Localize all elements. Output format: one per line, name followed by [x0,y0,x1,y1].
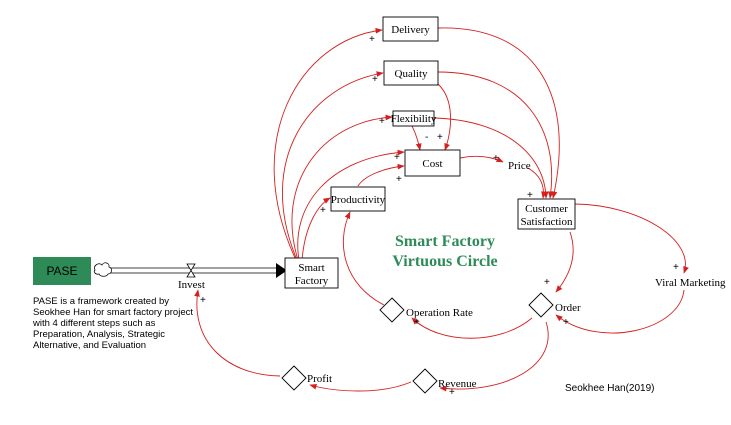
link-customer-satisfaction-viral [574,203,689,274]
sign-productivity: + [320,205,326,216]
link-flexibility-customer-satisfaction [433,117,549,199]
diagram-title-line-1: Smart Factory [395,233,495,250]
stock-productivity-label: Productivity [331,194,386,206]
link-smart-factory-delivery [273,27,383,261]
link-smart-factory-flexibility [291,114,393,261]
pase-label: PASE [46,264,77,278]
stock-delivery-label: Delivery [391,24,430,36]
link-viral-order [555,289,685,334]
stock-customer-satisfaction [517,198,576,230]
sign-cs-order: + [544,277,550,288]
flow-invest-label: Invest [178,279,205,291]
sign-sf-cost: + [394,152,400,163]
link-order-operation-rate [411,317,533,339]
stock-smart-factory [284,257,339,289]
sign-quality-cost: + [437,132,443,143]
stock-customer-satisfaction-label-2: Satisfaction [521,216,573,228]
sign-flexibility: + [379,116,385,127]
valve-icon [186,263,196,278]
converter-revenue-icon [412,368,438,394]
link-revenue-profit [309,381,412,392]
sign-viral: + [673,262,679,273]
link-operation-rate-productivity [343,211,385,306]
pase-box [33,257,91,285]
link-delivery-customer-satisfaction [437,27,560,199]
link-productivity-cost [357,163,405,187]
aux-revenue-label: Revenue [438,378,477,390]
sign-productivity-cost: + [396,174,402,185]
polarity-signs: + + + - + + + + + + + + + + + + [200,34,679,398]
link-quality-cost [437,83,452,151]
pase-description: PASE is a framework created by Seokhee H… [33,296,193,351]
sign-price-cs: + [527,190,533,201]
link-quality-customer-satisfaction [437,71,554,199]
flow-arrowhead [276,263,287,278]
sign-quality: + [372,74,378,85]
stock-cost-label: Cost [422,158,442,170]
sign-invest: + [200,295,206,306]
aux-viral-marketing-label: Viral Marketing [655,277,726,289]
stock-productivity [330,186,386,212]
link-flexibility-cost [411,125,422,151]
sign-viral-order: + [563,317,569,328]
stock-smart-factory-label-1: Smart [298,262,324,274]
sign-flexibility-cost: - [425,132,428,143]
aux-profit-label: Profit [307,373,332,385]
link-smart-factory-productivity [301,197,331,261]
stock-flexibility [392,110,435,127]
converter-operation-rate-icon [379,297,405,323]
converter-profit-icon [281,365,307,391]
aux-price-label: Price [508,160,531,172]
sign-cost-price: + [493,153,499,164]
stock-flexibility-label: Flexibility [391,113,437,125]
stock-quality-label: Quality [395,68,428,80]
sign-revenue: + [449,387,455,398]
sign-delivery: + [369,34,375,45]
link-cost-price [459,155,504,163]
link-order-revenue [439,321,549,392]
link-smart-factory-cost [297,149,405,261]
aux-order-label: Order [555,302,581,314]
stock-quality [383,60,439,86]
stock-smart-factory-label-2: Factory [295,275,329,287]
link-profit-invest [194,289,281,377]
stock-cost [404,149,461,177]
diagram-title-line-2: Virtuous Circle [392,253,497,270]
aux-operation-rate-label: Operation Rate [406,307,473,319]
link-smart-factory-quality [281,71,384,261]
stock-delivery [382,16,439,42]
sign-operation-rate: + [414,317,420,328]
cloud-source-icon [93,262,112,277]
author-credit: Seokhee Han(2019) [565,383,655,394]
link-customer-satisfaction-order [555,231,574,293]
stock-customer-satisfaction-label-1: Customer [525,203,568,215]
converter-order-icon [528,292,554,318]
